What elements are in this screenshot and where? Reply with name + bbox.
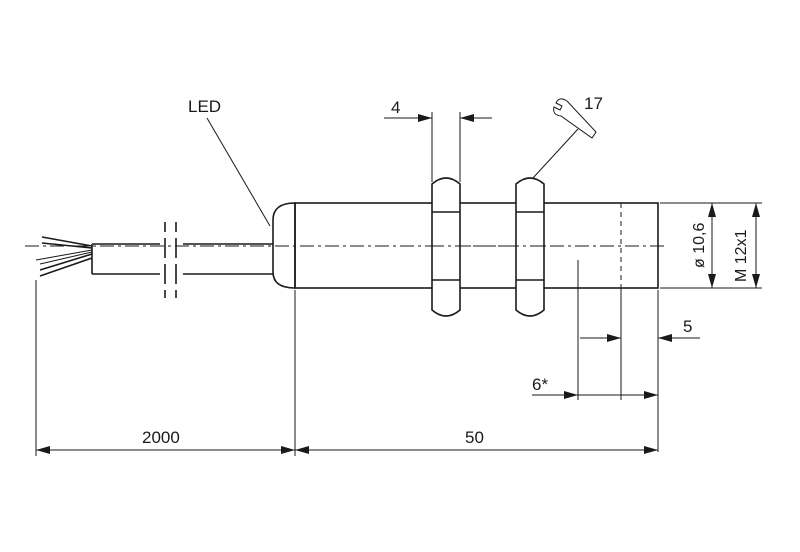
dimension-5 bbox=[580, 288, 700, 452]
sensor-length-label: 50 bbox=[465, 428, 484, 447]
cable-length-label: 2000 bbox=[142, 428, 180, 447]
nut-thickness-dimension bbox=[384, 112, 492, 182]
wrench-icon bbox=[553, 98, 597, 139]
led-label: LED bbox=[188, 97, 221, 116]
inner-diameter-label: ø 10,6 bbox=[691, 223, 708, 268]
sensor-body bbox=[294, 202, 659, 289]
dimension-6 bbox=[532, 260, 658, 400]
nut-thickness-label: 4 bbox=[391, 98, 400, 117]
inner-diameter-dimension bbox=[660, 202, 718, 289]
thread-dimension bbox=[718, 202, 762, 289]
cable-wires bbox=[35, 236, 93, 277]
dimension-6-label: 6* bbox=[532, 375, 548, 394]
sensor-length-dimension bbox=[295, 446, 658, 454]
wrench-size-label: 17 bbox=[584, 94, 603, 113]
cable-break-marks bbox=[164, 222, 177, 298]
wrench-leader bbox=[532, 128, 579, 179]
dimension-5-label: 5 bbox=[683, 317, 692, 336]
cable-length-dimension bbox=[36, 446, 295, 454]
cable bbox=[91, 243, 273, 275]
nut-1 bbox=[431, 177, 461, 317]
nut-2 bbox=[515, 177, 545, 317]
thread-label: M 12x1 bbox=[733, 229, 750, 282]
sensor-face-hidden-lines bbox=[620, 202, 658, 289]
led-leader bbox=[206, 117, 271, 227]
